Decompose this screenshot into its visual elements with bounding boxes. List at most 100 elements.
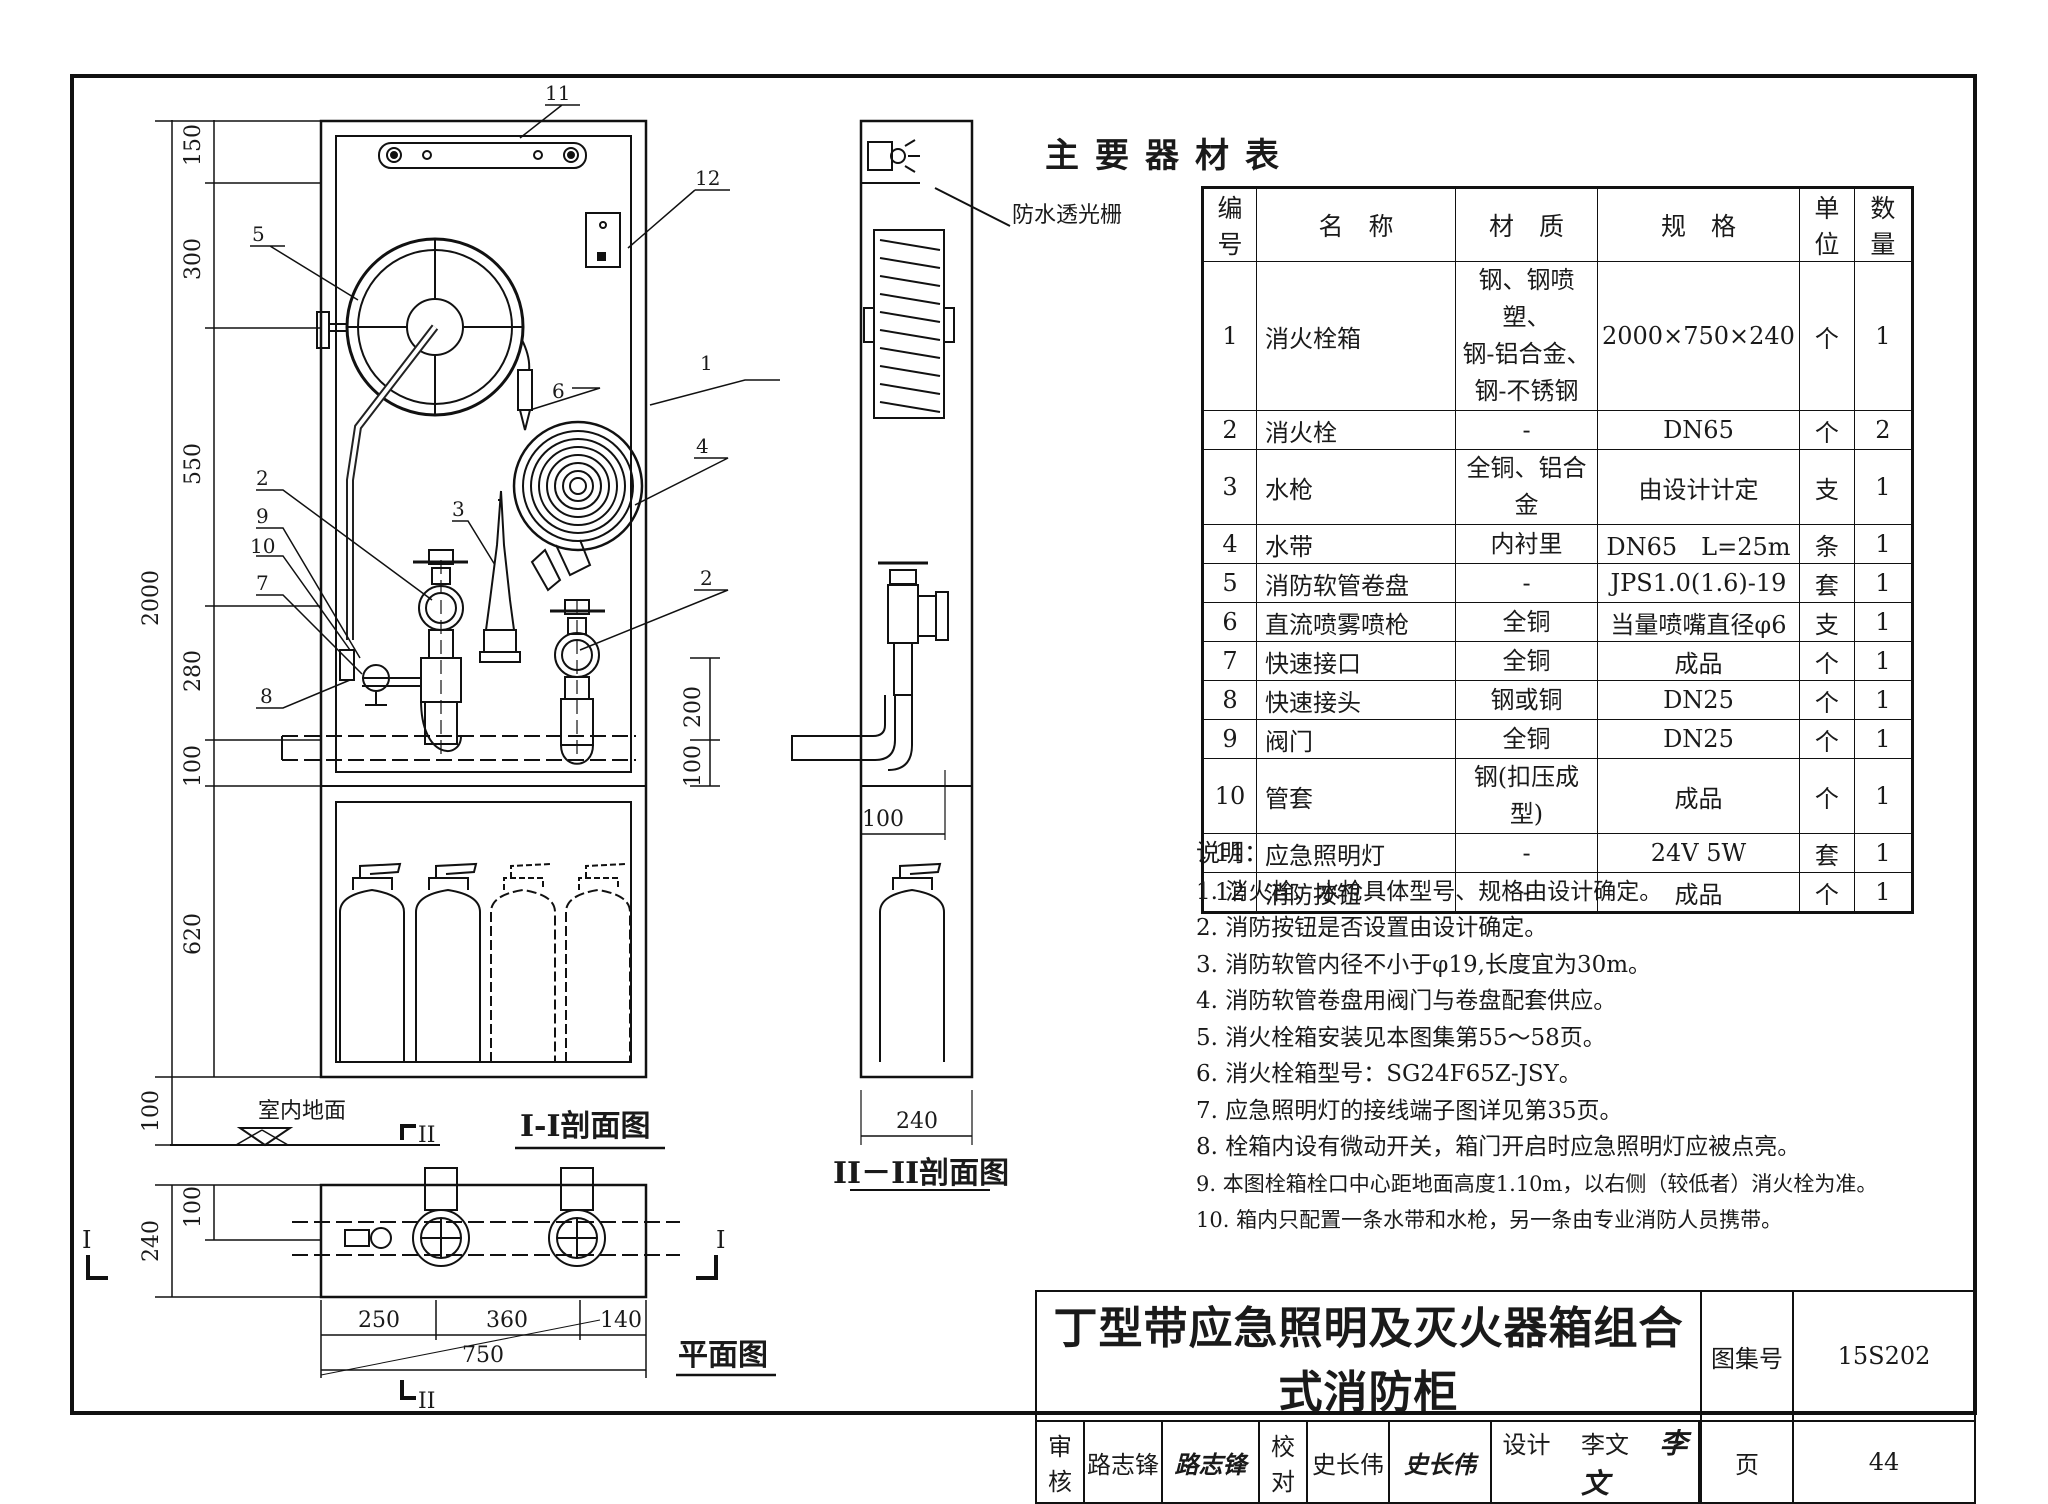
cell-material: -	[1455, 833, 1598, 873]
dim-300: 300	[181, 238, 206, 280]
cell-qty: 1	[1853, 602, 1913, 642]
cell-spec: 当量喷嘴直径φ6	[1597, 602, 1800, 642]
emergency-light	[378, 142, 587, 169]
section-mark-right: I	[716, 1226, 725, 1254]
cell-spec: JPS1.0(1.6)-19	[1597, 563, 1800, 603]
callout-2-left: 2	[256, 466, 269, 490]
review-label: 审核	[1035, 1420, 1085, 1504]
callout-11: 11	[545, 81, 570, 105]
drawing-title: 丁型带应急照明及灭火器箱组合式消防柜	[1035, 1290, 1702, 1422]
dim-right-100: 100	[681, 745, 706, 787]
designer-name: 李文	[1580, 1431, 1629, 1459]
cell-material: 内衬里	[1455, 524, 1598, 564]
header-name: 名 称	[1256, 187, 1456, 262]
material-line: -	[1522, 838, 1531, 867]
cell-no: 6	[1202, 602, 1257, 642]
cell-name: 快速接头	[1256, 680, 1456, 720]
dim-280: 280	[181, 650, 206, 692]
cell-name: 消防软管卷盘	[1256, 563, 1456, 603]
cell-no: 1	[1202, 261, 1257, 411]
cell-material: 全铜	[1455, 602, 1598, 642]
cell-name: 消火栓箱	[1256, 261, 1456, 411]
dim-100: 100	[181, 745, 206, 787]
table-header-row: 编号 名 称 材 质 规 格 单位 数量	[1202, 187, 1913, 262]
hose-reel	[316, 237, 533, 640]
dim-plan-100: 100	[181, 1186, 206, 1228]
design-label: 设计	[1502, 1431, 1551, 1459]
cell-unit: 支	[1798, 602, 1855, 642]
cell-name: 消防按钮	[1256, 872, 1456, 913]
note-item: 9. 本图栓箱栓口中心距地面高度1.10m，以右侧（较低者）消火栓为准。	[1196, 1171, 1878, 1196]
cell-name: 消火栓	[1256, 410, 1456, 450]
section-2-label: II－II剖面图	[833, 1156, 1009, 1191]
cell-material: 全铜、铝合金	[1455, 449, 1598, 525]
note-item: 3. 消防软管内径不小于φ19,长度宜为30m。	[1196, 951, 1652, 978]
material-line: 钢(扣压成型)	[1473, 763, 1580, 828]
section-1-label: I-I剖面图	[520, 1109, 651, 1144]
cell-unit: 个	[1798, 261, 1855, 411]
floor-label: 室内地面	[258, 1099, 346, 1124]
material-line: -	[1522, 877, 1531, 906]
cell-spec: DN65 L=25m	[1597, 524, 1800, 564]
cell-qty: 1	[1853, 449, 1913, 525]
header-no: 编号	[1202, 187, 1257, 262]
cell-material: 钢(扣压成型)	[1455, 758, 1598, 834]
atlas-label: 图集号	[1700, 1290, 1794, 1422]
cell-no: 3	[1202, 449, 1257, 525]
side-view	[791, 119, 1011, 1191]
reviewer-name: 路志锋	[1083, 1420, 1163, 1504]
dim-floor-100: 100	[139, 1090, 164, 1132]
section-mark-top: II	[418, 1123, 435, 1148]
cell-unit: 个	[1798, 872, 1855, 913]
cell-unit: 个	[1798, 641, 1855, 681]
note-item: 5. 消火栓箱安装见本图集第55～58页。	[1196, 1024, 1606, 1051]
dim-620: 620	[181, 913, 206, 955]
cell-name: 水带	[1256, 524, 1456, 564]
section-mark-left: I	[82, 1226, 91, 1254]
cell-material: 钢、钢喷塑、钢-铝合金、钢-不锈钢	[1455, 261, 1598, 411]
material-line: 全铜、铝合金	[1466, 454, 1587, 519]
cell-no: 12	[1202, 872, 1257, 913]
cell-spec: 由设计计定	[1597, 449, 1800, 525]
cell-qty: 1	[1853, 872, 1913, 913]
plan-label: 平面图	[678, 1338, 768, 1373]
callout-2-right: 2	[700, 566, 713, 590]
sheet-border	[70, 74, 1977, 1415]
dim-plan-360: 360	[486, 1308, 528, 1333]
note-item: 10. 箱内只配置一条水带和水枪，另一条由专业消防人员携带。	[1196, 1208, 1783, 1232]
callout-1: 1	[700, 351, 713, 375]
cell-spec: 成品	[1597, 758, 1800, 834]
notes-list: 1. 消火栓、水枪具体型号、规格由设计确定。2. 消防按钮是否设置由设计确定。3…	[1196, 874, 1877, 1239]
cell-qty: 1	[1853, 641, 1913, 681]
cell-no: 7	[1202, 641, 1257, 681]
page-label: 页	[1700, 1420, 1794, 1504]
material-line: 全铜	[1502, 724, 1551, 753]
cell-no: 2	[1202, 410, 1257, 450]
cell-no: 10	[1202, 758, 1257, 834]
dim-plan-750: 750	[462, 1343, 504, 1368]
material-line: 内衬里	[1490, 529, 1563, 558]
cell-no: 5	[1202, 563, 1257, 603]
fire-nozzle	[479, 490, 521, 663]
notes: 说明： 1. 消火栓、水枪具体型号、规格由设计确定。2. 消防按钮是否设置由设计…	[1196, 835, 1877, 1239]
cell-name: 管套	[1256, 758, 1456, 834]
cell-name: 水枪	[1256, 449, 1456, 525]
cell-material: 全铜	[1455, 719, 1598, 759]
cell-name: 应急照明灯	[1256, 833, 1456, 873]
cell-name: 直流喷雾喷枪	[1256, 602, 1456, 642]
callout-4: 4	[696, 434, 709, 458]
design-block: 设计 李文 李文	[1490, 1420, 1700, 1504]
cell-material: -	[1455, 410, 1598, 450]
cell-spec: 成品	[1597, 641, 1800, 681]
cell-no: 4	[1202, 524, 1257, 564]
material-line: 钢-不锈钢	[1474, 377, 1579, 405]
